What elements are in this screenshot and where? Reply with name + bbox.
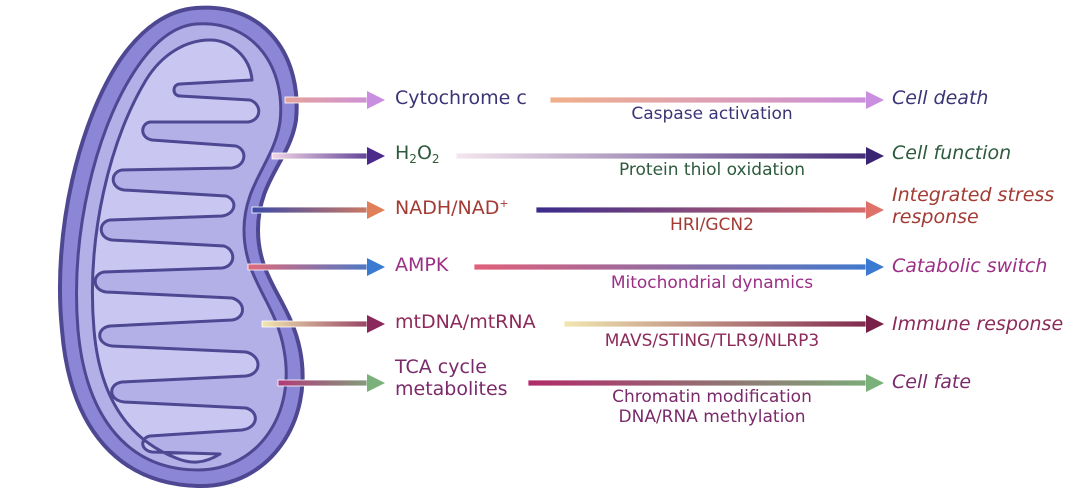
tca-line-2: metabolites [395, 377, 508, 400]
process-mitochondrial-dynamics: Mitochondrial dynamics [610, 273, 814, 293]
signal-cytochrome-c: Cytochrome c [395, 87, 527, 109]
outcome-immune-response: Immune response [892, 313, 1064, 335]
outcome-arrow-3-shaft [473, 263, 867, 271]
outcome-arrow-1-shaft [455, 152, 867, 160]
process-protein-thiol-oxidation: Protein thiol oxidation [618, 160, 806, 180]
signal-arrow-2-head [367, 201, 385, 219]
process-line-2: DNA/RNA methylation [618, 406, 806, 427]
outcome-arrow-3-head [866, 258, 884, 276]
h2o2-o: O [416, 142, 432, 164]
process-hri-gcn2: HRI/GCN2 [670, 215, 754, 235]
nad-plus: + [499, 197, 509, 210]
outcome-cell-function: Cell function [892, 142, 1012, 164]
outcome-arrow-1-head [866, 147, 884, 165]
outcome-arrow-0-head [866, 91, 884, 109]
outcome-arrow-5-shaft [527, 379, 867, 387]
process-line-1: Chromatin modification [612, 387, 812, 407]
outcome-arrow-4-head [866, 315, 884, 333]
h2o2-sub-2: 2 [431, 152, 440, 166]
mitochondrion-cristae [90, 38, 261, 464]
signal-arrow-3-head [367, 258, 385, 276]
process-caspase-activation: Caspase activation [631, 104, 793, 124]
outcome-arrow-4-shaft [563, 320, 867, 328]
signal-ampk: AMPK [395, 254, 449, 276]
signal-arrow-2-shaft [251, 206, 368, 214]
outcome-catabolic-switch: Catabolic switch [892, 255, 1048, 277]
signal-arrow-4-shaft [261, 320, 368, 328]
mitochondrion-icon [58, 5, 305, 489]
outcome-arrow-2-head [866, 201, 884, 219]
outcome-cell-death: Cell death [892, 87, 989, 109]
signal-h2o2: H2O2 [395, 142, 440, 167]
signal-arrow-1-head [367, 147, 385, 165]
outcome-arrow-5-head [866, 374, 884, 392]
h2o2-sub-1: 2 [409, 152, 417, 166]
outcome-line-2: response [892, 205, 979, 228]
nadh-nad-text: NADH/NAD [395, 197, 500, 219]
signal-nadh-nad: NADH/NAD+ [395, 197, 509, 220]
outcome-arrow-2-shaft [535, 206, 867, 214]
h2o2-h: H [395, 142, 410, 164]
process-mavs-sting-tlr9-nlrp3: MAVS/STING/TLR9/NLRP3 [604, 331, 820, 351]
signal-arrow-1-shaft [271, 152, 368, 160]
signal-arrow-4-head [367, 315, 385, 333]
signal-arrow-5-shaft [277, 379, 368, 387]
outcome-cell-fate: Cell fate [892, 371, 972, 393]
signal-arrow-0-head [367, 91, 385, 109]
tca-line-1: TCA cycle [395, 356, 487, 378]
signal-mtdna-mtrna: mtDNA/mtRNA [395, 311, 536, 333]
signal-arrow-3-shaft [247, 263, 368, 271]
outcome-line-1: Integrated stress [892, 184, 1055, 206]
signal-arrow-0-shaft [284, 96, 368, 104]
signal-arrow-5-head [367, 374, 385, 392]
pathway-arrows [247, 91, 884, 392]
outcome-arrow-0-shaft [549, 96, 867, 104]
